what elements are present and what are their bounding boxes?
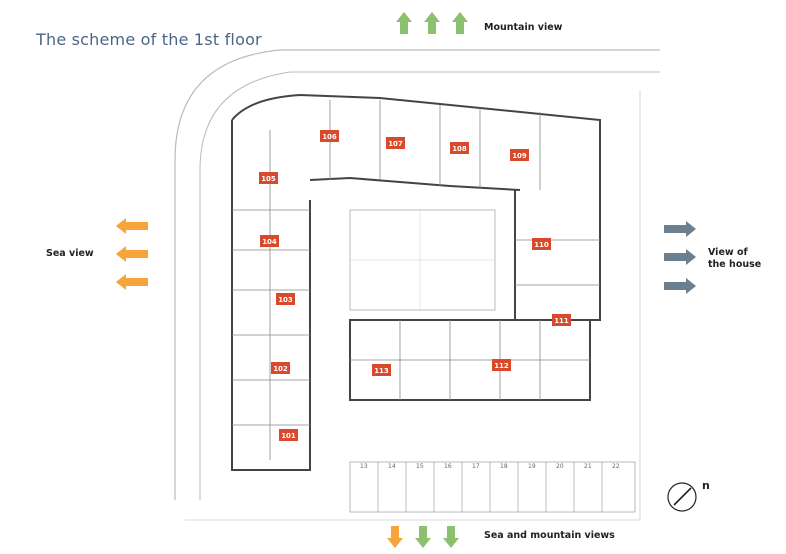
parking-number: 21 <box>584 463 592 470</box>
svg-text:107: 107 <box>388 140 403 148</box>
svg-text:101: 101 <box>281 432 296 440</box>
unit-tag-106: 106 <box>320 130 339 142</box>
svg-text:109: 109 <box>512 152 527 160</box>
parking-number: 20 <box>556 463 564 470</box>
unit-tag-107: 107 <box>386 137 405 149</box>
parking-number: 18 <box>500 463 508 470</box>
page-title: The scheme of the 1st floor <box>36 30 262 49</box>
parking-area <box>349 461 636 513</box>
arrow-left-icon <box>116 274 148 290</box>
building-walls <box>231 93 601 471</box>
arrow-left-icon <box>116 246 148 262</box>
street-inner-curve <box>199 71 660 500</box>
unit-tag-103: 103 <box>276 293 295 305</box>
arrow-down-icon <box>443 526 459 548</box>
house-view-label: View of the house <box>708 247 762 270</box>
svg-text:105: 105 <box>261 175 276 183</box>
svg-text:113: 113 <box>374 367 389 375</box>
svg-text:102: 102 <box>273 365 288 373</box>
parking-number: 14 <box>388 463 396 470</box>
arrow-up-icon <box>396 12 412 34</box>
parking-number: 16 <box>444 463 452 470</box>
site-boundary <box>185 90 641 521</box>
arrow-up-icon <box>424 12 440 34</box>
unit-tag-108: 108 <box>450 142 469 154</box>
parking-number: 15 <box>416 463 424 470</box>
unit-tag-110: 110 <box>532 238 551 250</box>
arrow-right-icon <box>664 278 696 294</box>
arrow-left-icon <box>116 218 148 234</box>
svg-text:103: 103 <box>278 296 293 304</box>
arrow-up-icon <box>452 12 468 34</box>
north-compass-icon <box>667 482 697 512</box>
arrow-down-icon <box>387 526 403 548</box>
arrow-right-icon <box>664 221 696 237</box>
street-outer-curve <box>174 49 660 500</box>
svg-text:111: 111 <box>554 317 569 325</box>
unit-tag-105: 105 <box>259 172 278 184</box>
unit-tag-101: 101 <box>279 429 298 441</box>
parking-number: 17 <box>472 463 480 470</box>
svg-text:104: 104 <box>262 238 277 246</box>
unit-tag-102: 102 <box>271 362 290 374</box>
interior-lines <box>232 100 600 460</box>
svg-text:108: 108 <box>452 145 467 153</box>
sea-mountain-views-label: Sea and mountain views <box>484 530 615 541</box>
north-label: n <box>702 479 710 492</box>
unit-tag-111: 111 <box>552 314 571 326</box>
unit-tag-113: 113 <box>372 364 391 376</box>
svg-text:112: 112 <box>494 362 509 370</box>
parking-number: 19 <box>528 463 536 470</box>
unit-tags: 101 102 103 104 105 106 107 108 109 110 111 112 113 <box>259 130 571 441</box>
svg-text:106: 106 <box>322 133 337 141</box>
svg-text:110: 110 <box>534 241 549 249</box>
mountain-view-label: Mountain view <box>484 22 563 33</box>
unit-tag-109: 109 <box>510 149 529 161</box>
unit-tag-112: 112 <box>492 359 511 371</box>
sea-view-label: Sea view <box>46 248 94 259</box>
parking-number: 22 <box>612 463 620 470</box>
parking-number: 13 <box>360 463 368 470</box>
arrow-right-icon <box>664 249 696 265</box>
arrow-down-icon <box>415 526 431 548</box>
unit-tag-104: 104 <box>260 235 279 247</box>
view-arrows <box>116 12 696 548</box>
parking-numbers: 13 14 15 16 17 18 19 20 21 22 <box>360 463 620 470</box>
